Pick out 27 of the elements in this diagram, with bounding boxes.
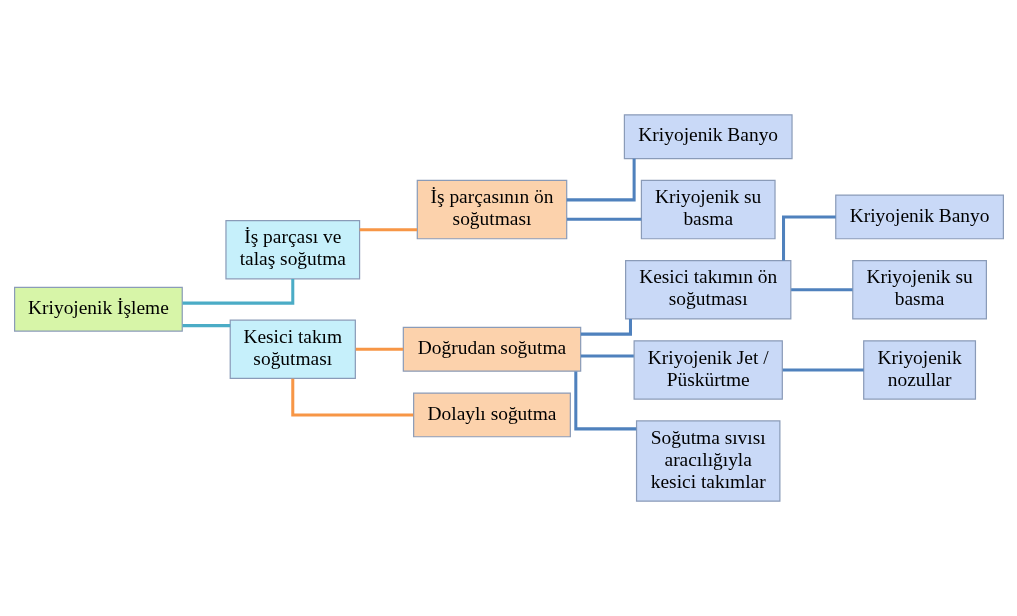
connector	[182, 278, 294, 305]
connector	[290, 378, 413, 417]
node-box: Kriyojenik su basma	[851, 260, 987, 320]
connector	[566, 158, 636, 202]
node-box: İş parçasının ön soğutması	[416, 179, 567, 240]
node-box: Kriyojenik Banyo	[623, 114, 793, 160]
connector	[359, 228, 417, 232]
connector	[790, 288, 853, 292]
connector	[580, 354, 634, 358]
connector	[182, 324, 230, 328]
node-box: Kriyojenik İşleme	[13, 286, 183, 332]
node-box: Soğutma sıvısı aracılığıyla kesici takımlar	[635, 420, 780, 502]
node-box: Kriyojenik su basma	[640, 179, 776, 240]
connector	[580, 319, 632, 336]
node-box: Kriyojenik Banyo	[834, 194, 1004, 240]
connector	[781, 215, 836, 261]
connector	[566, 217, 641, 221]
node-box: Dolaylı soğutma	[412, 392, 571, 438]
node-box: Kesici takımın ön soğutması	[624, 260, 791, 320]
connector	[573, 371, 636, 431]
node-box: Kriyojenik nozullar	[862, 340, 976, 400]
node-box: Kriyojenik Jet / Püskürtme	[633, 340, 783, 400]
connector	[782, 368, 864, 372]
node-box: Kesici takım soğutması	[229, 319, 356, 380]
connector	[355, 347, 403, 351]
node-box: İş parçası ve talaş soğutma	[224, 219, 360, 280]
node-box: Doğrudan soğutma	[402, 326, 581, 372]
